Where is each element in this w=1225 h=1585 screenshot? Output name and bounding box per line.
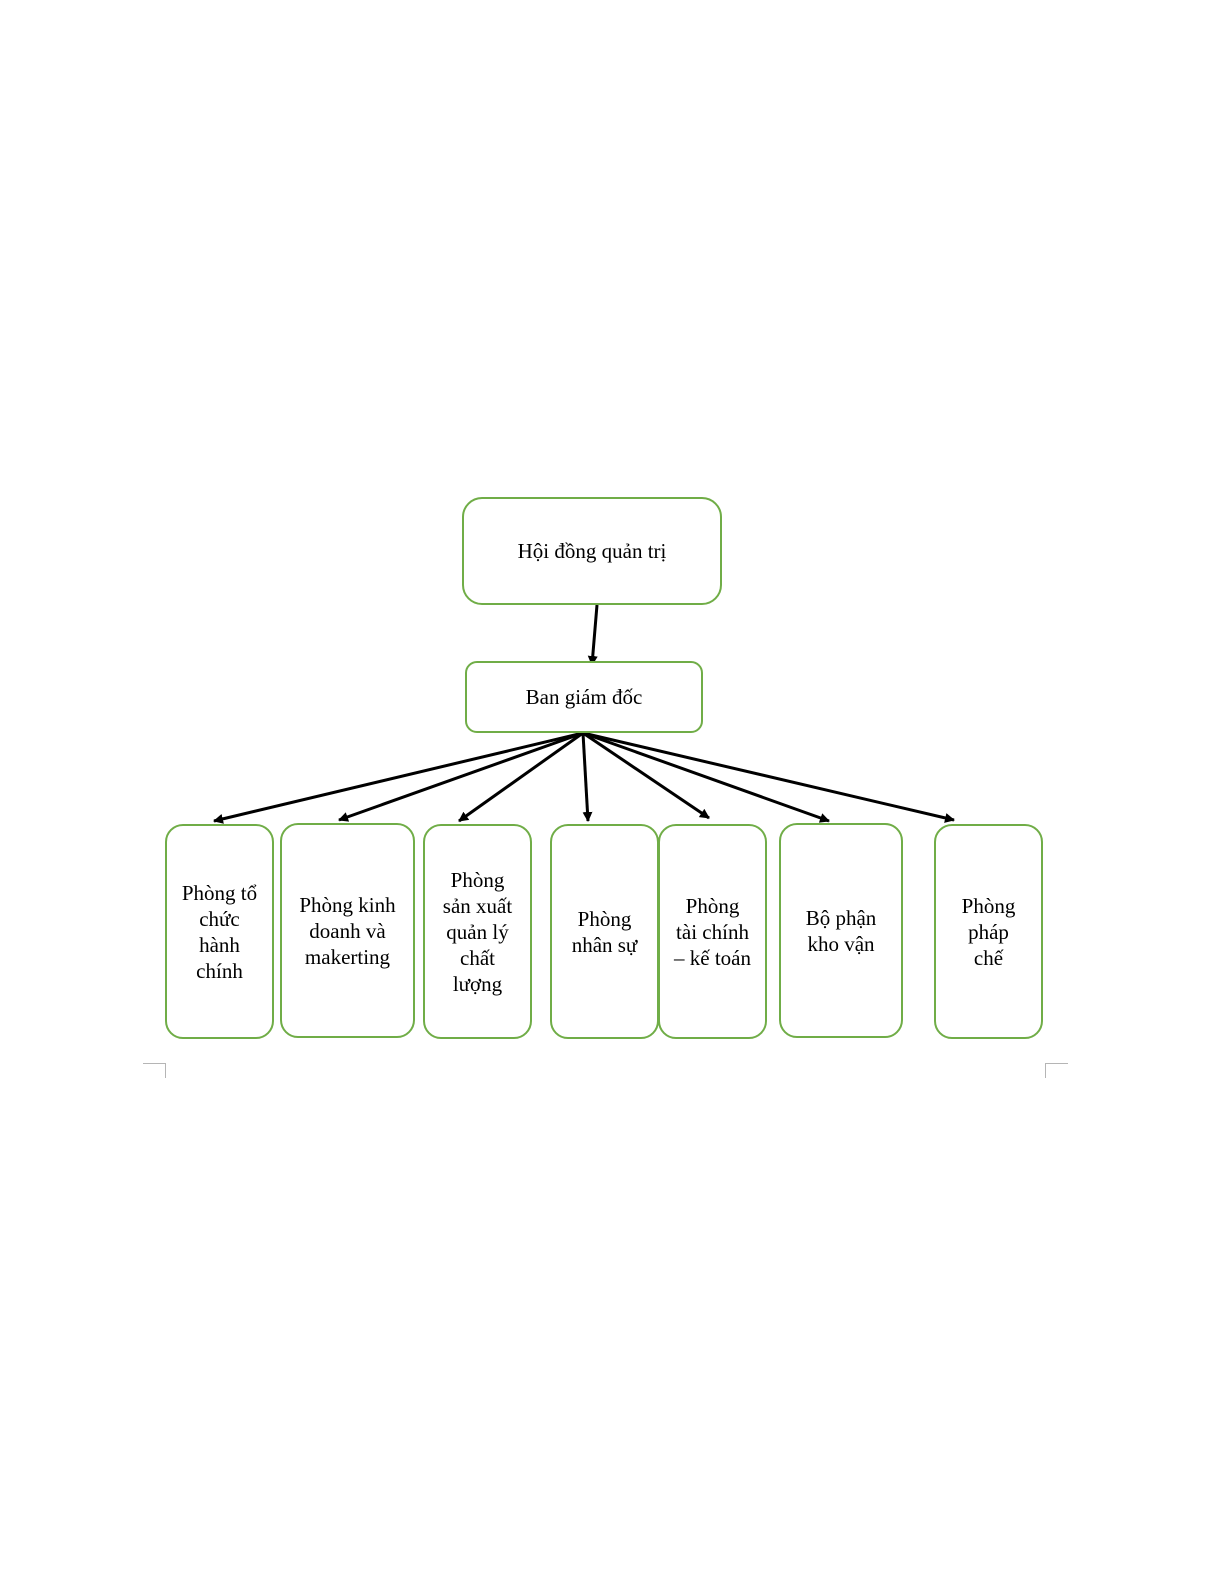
arrow-to-dept-6 [583, 733, 954, 820]
board-label: Hội đồng quản trị [518, 538, 667, 564]
board-of-management-box: Hội đồng quản trị [462, 497, 722, 605]
arrow-to-dept-5 [583, 733, 829, 821]
crop-mark-left [143, 1063, 166, 1078]
department-label: Phòng pháp chế [954, 893, 1024, 971]
department-label: Phòng nhân sự [570, 906, 640, 958]
directors-label: Ban giám đốc [526, 684, 643, 710]
crop-mark-right [1045, 1063, 1068, 1078]
arrow-to-dept-1 [339, 733, 583, 820]
department-box-warehouse-logistics: Bộ phận kho vận [779, 823, 903, 1038]
department-label: Phòng sản xuất quản lý chất lượng [440, 867, 515, 997]
arrow-board-to-directors [592, 605, 597, 665]
department-box-human-resources: Phòng nhân sự [550, 824, 659, 1039]
department-label: Phòng tổ chức hành chính [180, 880, 260, 984]
arrow-to-dept-0 [214, 733, 583, 821]
department-box-finance-accounting: Phòng tài chính – kế toán [658, 824, 767, 1039]
board-of-directors-box: Ban giám đốc [465, 661, 703, 733]
department-label: Phòng kinh doanh và makerting [298, 892, 398, 970]
arrow-to-dept-2 [459, 733, 583, 821]
department-box-administration: Phòng tổ chức hành chính [165, 824, 274, 1039]
department-box-sales-marketing: Phòng kinh doanh và makerting [280, 823, 415, 1038]
department-box-production-quality: Phòng sản xuất quản lý chất lượng [423, 824, 532, 1039]
department-label: Bộ phận kho vận [796, 905, 886, 957]
arrow-to-dept-4 [583, 733, 709, 818]
department-box-legal: Phòng pháp chế [934, 824, 1043, 1039]
department-label: Phòng tài chính – kế toán [674, 893, 752, 971]
arrow-to-dept-3 [583, 733, 588, 821]
